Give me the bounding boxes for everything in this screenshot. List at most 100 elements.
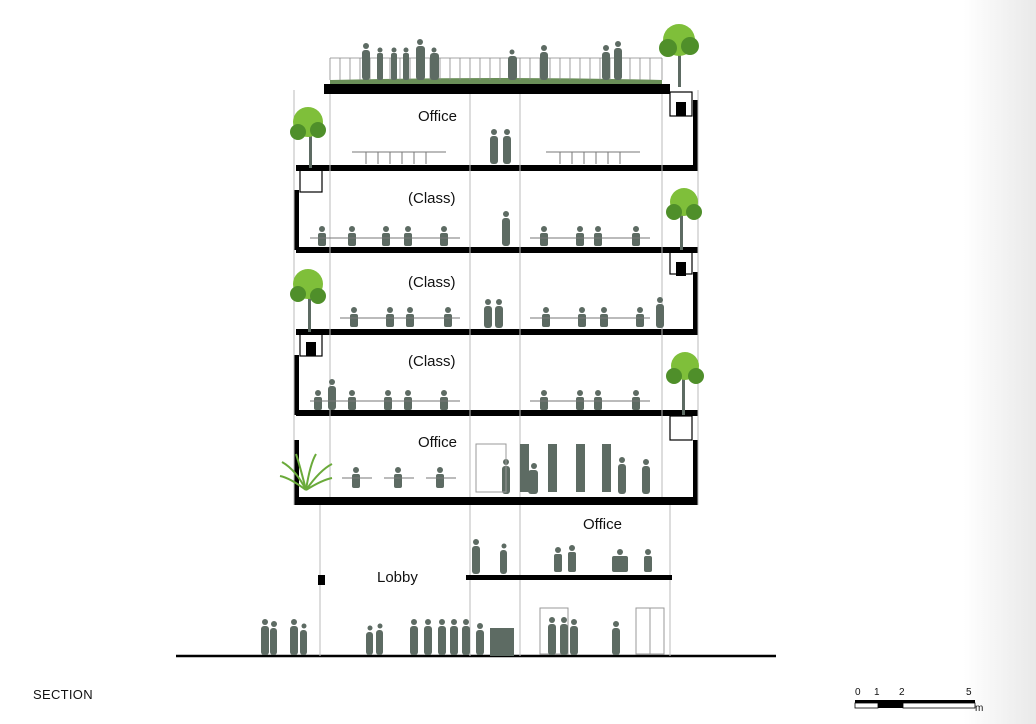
- person-figure: [618, 457, 626, 494]
- person-figure: [540, 45, 548, 80]
- person-figure: [508, 49, 517, 80]
- seated-person: [314, 390, 322, 410]
- person-figure: [416, 39, 425, 80]
- class-3-people: [350, 297, 664, 328]
- seated-person: [440, 226, 448, 246]
- seated-person: [444, 307, 452, 327]
- seated-person: [632, 390, 640, 410]
- room-label-lobby: Lobby: [377, 569, 418, 586]
- seated-person: [386, 307, 394, 327]
- seated-person: [568, 545, 576, 572]
- person-figure: [261, 619, 269, 655]
- tree-level-2-right: [666, 352, 704, 415]
- mezzanine-slab: [466, 575, 672, 580]
- person-figure: [377, 47, 383, 80]
- seated-person: [578, 307, 586, 327]
- class-2-people: [314, 379, 640, 410]
- column-stub-left: [318, 575, 325, 585]
- entrance-doors: [490, 607, 665, 656]
- room-label-office-1: Office: [418, 434, 457, 451]
- scale-unit: m: [975, 703, 984, 714]
- class-desks: [310, 237, 650, 402]
- seated-person: [318, 226, 326, 246]
- person-figure: [430, 47, 439, 80]
- room-label-class-2: (Class): [408, 353, 456, 370]
- person-figure: [476, 623, 484, 655]
- seated-person: [404, 226, 412, 246]
- scale-tick-5: 5: [966, 687, 972, 698]
- room-label-class-3: (Class): [408, 274, 456, 291]
- tree-level-5-left: [290, 107, 326, 168]
- person-figure: [614, 41, 622, 80]
- seated-person: [576, 390, 584, 410]
- seated-person: [594, 390, 602, 410]
- scale-tick-1: 1: [874, 687, 880, 698]
- seated-person: [382, 226, 390, 246]
- person-figure: [270, 621, 277, 655]
- balcony-edge-blocks: [306, 102, 686, 356]
- scale-tick-2: 2: [899, 687, 905, 698]
- roof-people: [362, 39, 622, 80]
- person-figure: [362, 43, 370, 80]
- seated-person: [350, 307, 358, 327]
- person-figure: [570, 619, 578, 655]
- scale-tick-0: 0: [855, 687, 861, 698]
- room-label-class-4: (Class): [408, 190, 456, 207]
- person-figure: [410, 619, 418, 655]
- office-1-desks: [342, 443, 507, 493]
- tree-level-4-right: [666, 188, 702, 250]
- meeting-tables: [352, 151, 640, 164]
- person-figure: [403, 47, 409, 80]
- person-figure: [602, 45, 610, 80]
- seated-person: [384, 390, 392, 410]
- person-figure: [560, 617, 568, 655]
- seated-person: [636, 307, 644, 327]
- seated-person: [612, 549, 628, 572]
- seated-person: [404, 390, 412, 410]
- floor-slabs: [296, 84, 698, 505]
- outer-walls: [294, 100, 698, 505]
- person-figure: [484, 299, 492, 328]
- person-figure: [391, 47, 397, 80]
- scale-bar: [854, 700, 976, 709]
- person-figure: [656, 297, 664, 328]
- person-figure: [376, 623, 383, 655]
- person-figure: [366, 625, 373, 655]
- person-figure: [495, 299, 503, 328]
- top-office-people: [490, 129, 511, 164]
- palm-level-1-left: [279, 453, 333, 491]
- person-figure: [424, 619, 432, 655]
- seated-person: [348, 226, 356, 246]
- room-label-office-top: Office: [418, 108, 457, 125]
- person-figure: [642, 459, 650, 494]
- class-4-people: [318, 211, 640, 246]
- seated-person: [542, 307, 550, 327]
- person-figure: [490, 129, 498, 164]
- bookshelves: [520, 444, 611, 492]
- seated-person: [440, 390, 448, 410]
- seated-person: [644, 549, 652, 572]
- person-figure: [462, 619, 470, 655]
- person-figure: [472, 539, 480, 574]
- seated-person: [348, 390, 356, 410]
- green-roof: [330, 78, 662, 84]
- person-figure: [612, 621, 620, 655]
- seated-person: [540, 390, 548, 410]
- person-figure: [450, 619, 458, 655]
- person-figure: [528, 463, 538, 494]
- seated-person: [406, 307, 414, 327]
- person-figure: [290, 619, 298, 655]
- seated-person: [600, 307, 608, 327]
- tree-level-3-left: [290, 269, 326, 332]
- seated-person: [576, 226, 584, 246]
- seated-person: [554, 547, 562, 572]
- drawing-caption: SECTION: [33, 687, 93, 702]
- person-figure: [548, 617, 556, 655]
- tree-roof: [659, 24, 699, 87]
- person-figure: [300, 623, 307, 655]
- mezzanine-people: [472, 539, 652, 574]
- seated-person: [632, 226, 640, 246]
- person-figure: [438, 619, 446, 655]
